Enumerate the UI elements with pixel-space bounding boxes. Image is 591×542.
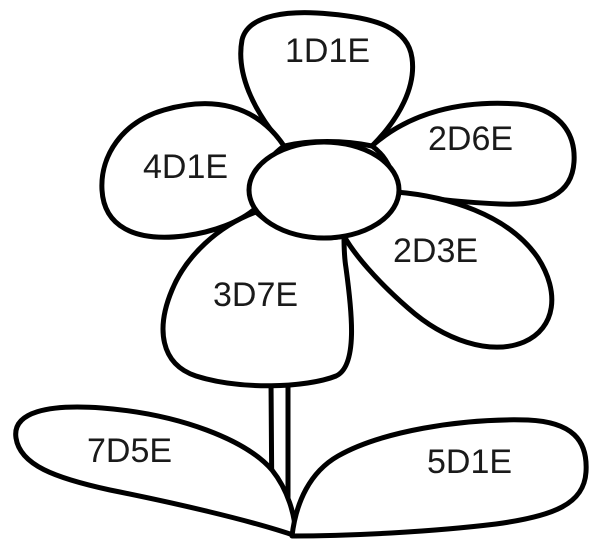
leaf-left-label: 7D5E — [87, 432, 172, 470]
petal-lower-left-label: 3D7E — [213, 276, 298, 314]
petal-upper-left-label: 4D1E — [143, 148, 228, 186]
petal-lower-right-label: 2D3E — [393, 232, 478, 270]
petal-upper-right-label: 2D6E — [428, 120, 513, 158]
flower-center[interactable] — [246, 139, 402, 241]
leaf-right-label: 5D1E — [427, 443, 512, 481]
leaf-left[interactable] — [13, 404, 299, 539]
leaf-right[interactable] — [289, 417, 589, 539]
petal-top-label: 1D1E — [285, 32, 370, 70]
